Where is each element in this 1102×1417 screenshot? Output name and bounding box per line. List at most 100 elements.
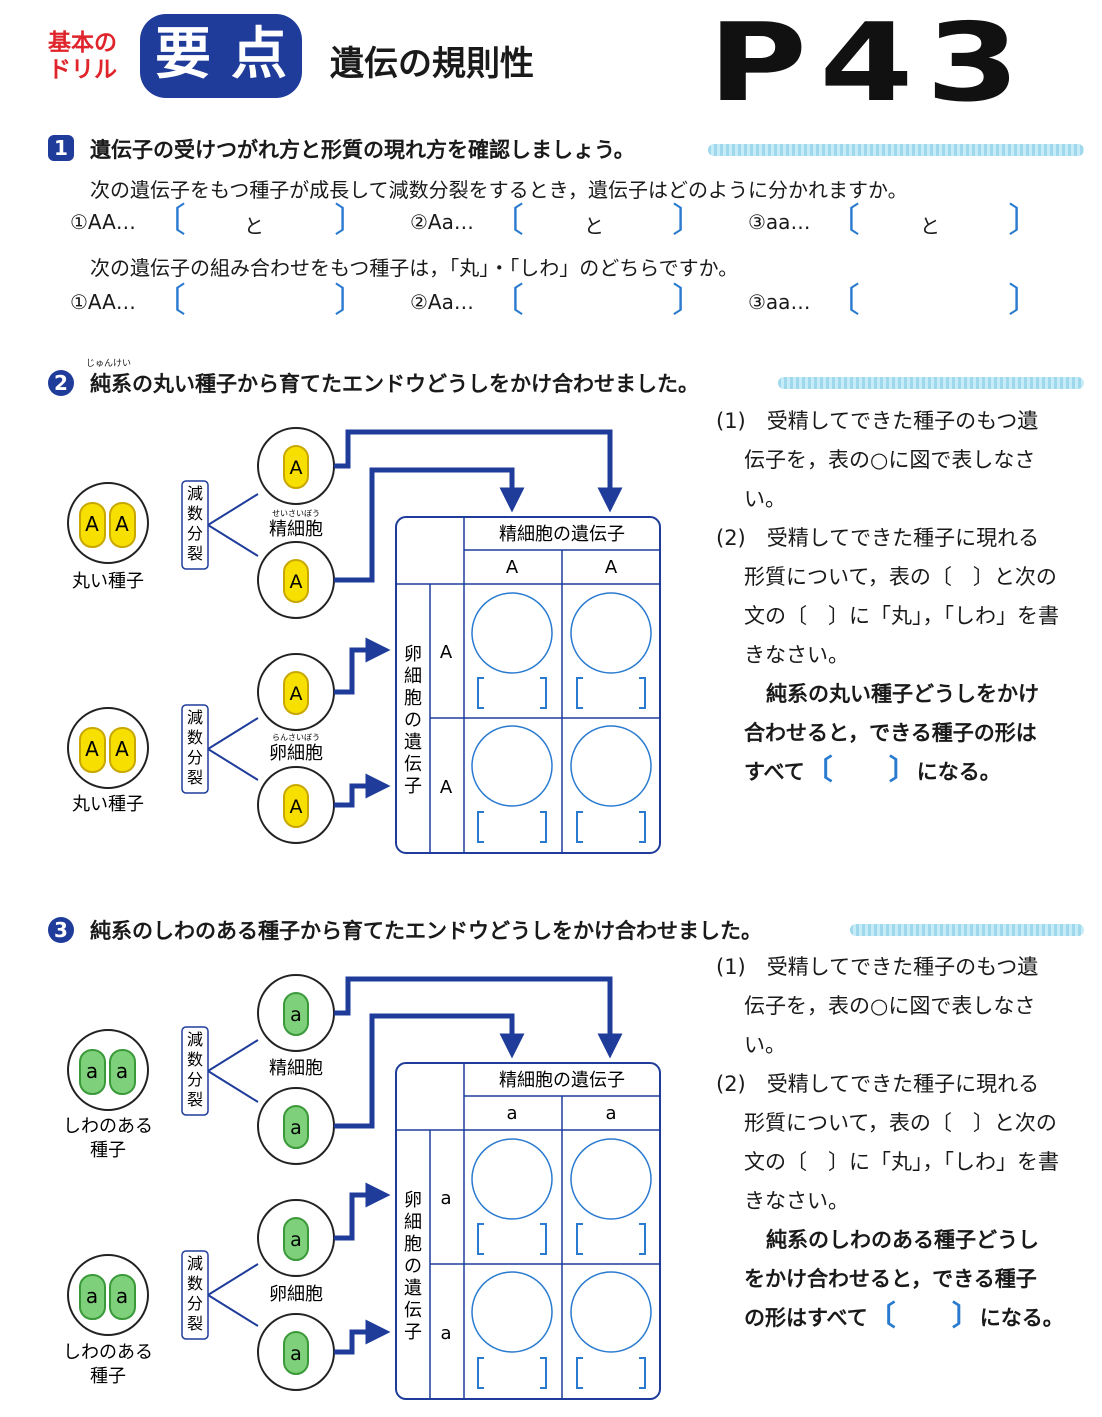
s2-parent-gene-2: A: [115, 512, 129, 536]
s2-parent-gene-4: A: [115, 737, 129, 761]
section1-number: 1: [48, 135, 74, 161]
s3-table-head: 精細胞の遺伝子: [499, 1070, 625, 1091]
q2-bracket-close-3: 〕: [1008, 281, 1042, 321]
youten-char-2: 点: [231, 22, 287, 87]
section3-stripe: [850, 924, 1084, 936]
s3-sperm-1: a: [257, 974, 335, 1052]
s2-row-gene-2: A: [440, 777, 453, 798]
svg-text:a: a: [290, 1229, 302, 1251]
section3-diagram: a a しわのある 種子 a a しわのある 種子 減 数 分 裂 減 数 分 …: [63, 974, 661, 1400]
svg-text:a: a: [290, 1004, 302, 1026]
q1-bracket-open-3: 〔: [826, 201, 860, 241]
svg-text:裂: 裂: [187, 1314, 203, 1333]
s2-arrow-sperm-2: [334, 467, 525, 583]
q2-bracket-open-2: 〔: [490, 281, 524, 321]
s2-parent-gene-1: A: [85, 512, 99, 536]
svg-text:の: の: [404, 1256, 422, 1277]
s2-col-gene-2: A: [605, 557, 618, 578]
s2-parent-seed-bottom: A A 丸い種子: [67, 707, 149, 815]
s2-meiosis-top-3: 分: [187, 524, 203, 543]
svg-text:a: a: [86, 1059, 98, 1083]
s2-meiosis-top-2: 数: [187, 504, 203, 523]
s2-meiosis-bottom-2: 数: [187, 728, 203, 747]
s3-row-gene-2: a: [440, 1323, 451, 1344]
q1-join-2: と: [584, 214, 604, 238]
s2-egg-2: A: [257, 766, 335, 844]
s3-parent-label-bottom-2: 種子: [90, 1366, 126, 1387]
svg-text:数: 数: [187, 1050, 203, 1069]
svg-text:裂: 裂: [187, 1090, 203, 1109]
s2-table-head: 精細胞の遺伝子: [499, 524, 625, 545]
q2-item-2: ②Aa…: [410, 290, 474, 314]
s3-egg-label: 卵細胞: [269, 1284, 323, 1305]
page-title: 遺伝の規則性: [330, 44, 534, 84]
s2-meiosis-top-1: 減: [187, 484, 203, 503]
q1-item-1: ①AA…: [70, 210, 136, 234]
s3-parent-label-bottom-1: しわのある: [63, 1342, 153, 1363]
s2-meiosis-bottom-4: 裂: [187, 768, 203, 787]
s3-col-gene-1: a: [506, 1103, 517, 1124]
s2-arrow-sperm-1: [334, 429, 623, 513]
s3-arrow-sperm-2: [334, 1013, 525, 1129]
q2-bracket-open-1: 〔: [152, 281, 186, 321]
q1-item-3: ③aa…: [748, 210, 811, 234]
s2-col-gene-1: A: [506, 557, 519, 578]
s2-meiosis-bottom-1: 減: [187, 708, 203, 727]
s3-punnett-table: 精細胞の遺伝子 a a a a 卵 細 胞 の 遺 伝 子: [395, 1062, 661, 1400]
q1-join-1: と: [244, 214, 264, 238]
svg-text:数: 数: [187, 1274, 203, 1293]
svg-text:A: A: [290, 457, 303, 479]
q2-item-3: ③aa…: [748, 290, 811, 314]
svg-text:a: a: [86, 1284, 98, 1308]
section2-stripe: [778, 377, 1084, 389]
s2-parent-seed-top: A A 丸い種子: [67, 482, 149, 592]
section1-stripe: [708, 144, 1084, 156]
s2-egg-1: A: [257, 653, 335, 731]
section2-heading: 純系の丸い種子から育てたエンドウどうしをかけ合わせました。: [90, 372, 699, 396]
svg-text:胞: 胞: [404, 688, 422, 709]
q2-bracket-close-2: 〕: [672, 281, 706, 321]
q1-bracket-close-1: 〕: [334, 201, 368, 241]
s3-row-gene-1: a: [440, 1188, 451, 1209]
q1-join-3: と: [920, 214, 940, 238]
s3-parent-label-top-1: しわのある: [63, 1116, 153, 1137]
svg-text:A: A: [290, 683, 303, 705]
svg-text:a: a: [290, 1343, 302, 1365]
badge-line1: 基本の: [48, 30, 117, 56]
s3-sperm-2: a: [257, 1087, 335, 1165]
q1-item-2: ②Aa…: [410, 210, 474, 234]
section2-diagram: A A 丸い種子 A A 丸い種子 減 数 分 裂 減 数 分 裂 A: [67, 427, 661, 854]
svg-text:伝: 伝: [404, 754, 422, 775]
section3-number: 3: [48, 917, 74, 943]
s2-egg-ruby: らんさいぼう: [272, 733, 320, 742]
badge-line2: ドリル: [48, 57, 117, 83]
q1-bracket-open-1: 〔: [152, 201, 186, 241]
svg-text:減: 減: [187, 1254, 203, 1273]
s2-punnett-table: 精細胞の遺伝子 A A A A 卵 細 胞 の 遺 伝 子: [395, 516, 661, 854]
s3-arrow-sperm-1: [334, 976, 623, 1059]
section3-heading: 純系のしわのある種子から育てたエンドウどうしをかけ合わせました。: [90, 919, 762, 943]
s3-parent-seed-top: a a しわのある 種子: [63, 1029, 153, 1161]
s2-sperm-2: A: [257, 541, 335, 619]
q2-bracket-close-1: 〕: [334, 281, 368, 321]
svg-text:分: 分: [187, 1294, 203, 1313]
s3-right-text: (1) 受精してできた種子のもつ遺 伝子を，表の○に図で表しなさ い。 (2) …: [716, 955, 1064, 1332]
section1-question2: 次の遺伝子の組み合わせをもつ種子は，「丸」・「しわ」のどちらですか。: [90, 256, 739, 280]
q2-bracket-open-3: 〔: [826, 281, 860, 321]
s2-parent-label-top: 丸い種子: [72, 571, 144, 592]
s3-arrow-egg-1: [334, 1182, 391, 1241]
q2-item-1: ①AA…: [70, 290, 136, 314]
svg-text:A: A: [290, 571, 303, 593]
s3-col-gene-2: a: [605, 1103, 616, 1124]
s2-parent-gene-3: A: [85, 737, 99, 761]
s2-parent-label-bottom: 丸い種子: [72, 794, 144, 815]
kihon-no-drill-badge: 基本の ドリル: [48, 30, 138, 84]
svg-text:細: 細: [404, 666, 422, 687]
s2-sperm-label: 精細胞: [269, 519, 323, 540]
svg-text:子: 子: [404, 776, 422, 797]
s3-egg-2: a: [257, 1313, 335, 1391]
q1-bracket-open-2: 〔: [490, 201, 524, 241]
s2-sperm-1: A: [257, 427, 335, 505]
s3-arrow-egg-2: [334, 1319, 391, 1355]
